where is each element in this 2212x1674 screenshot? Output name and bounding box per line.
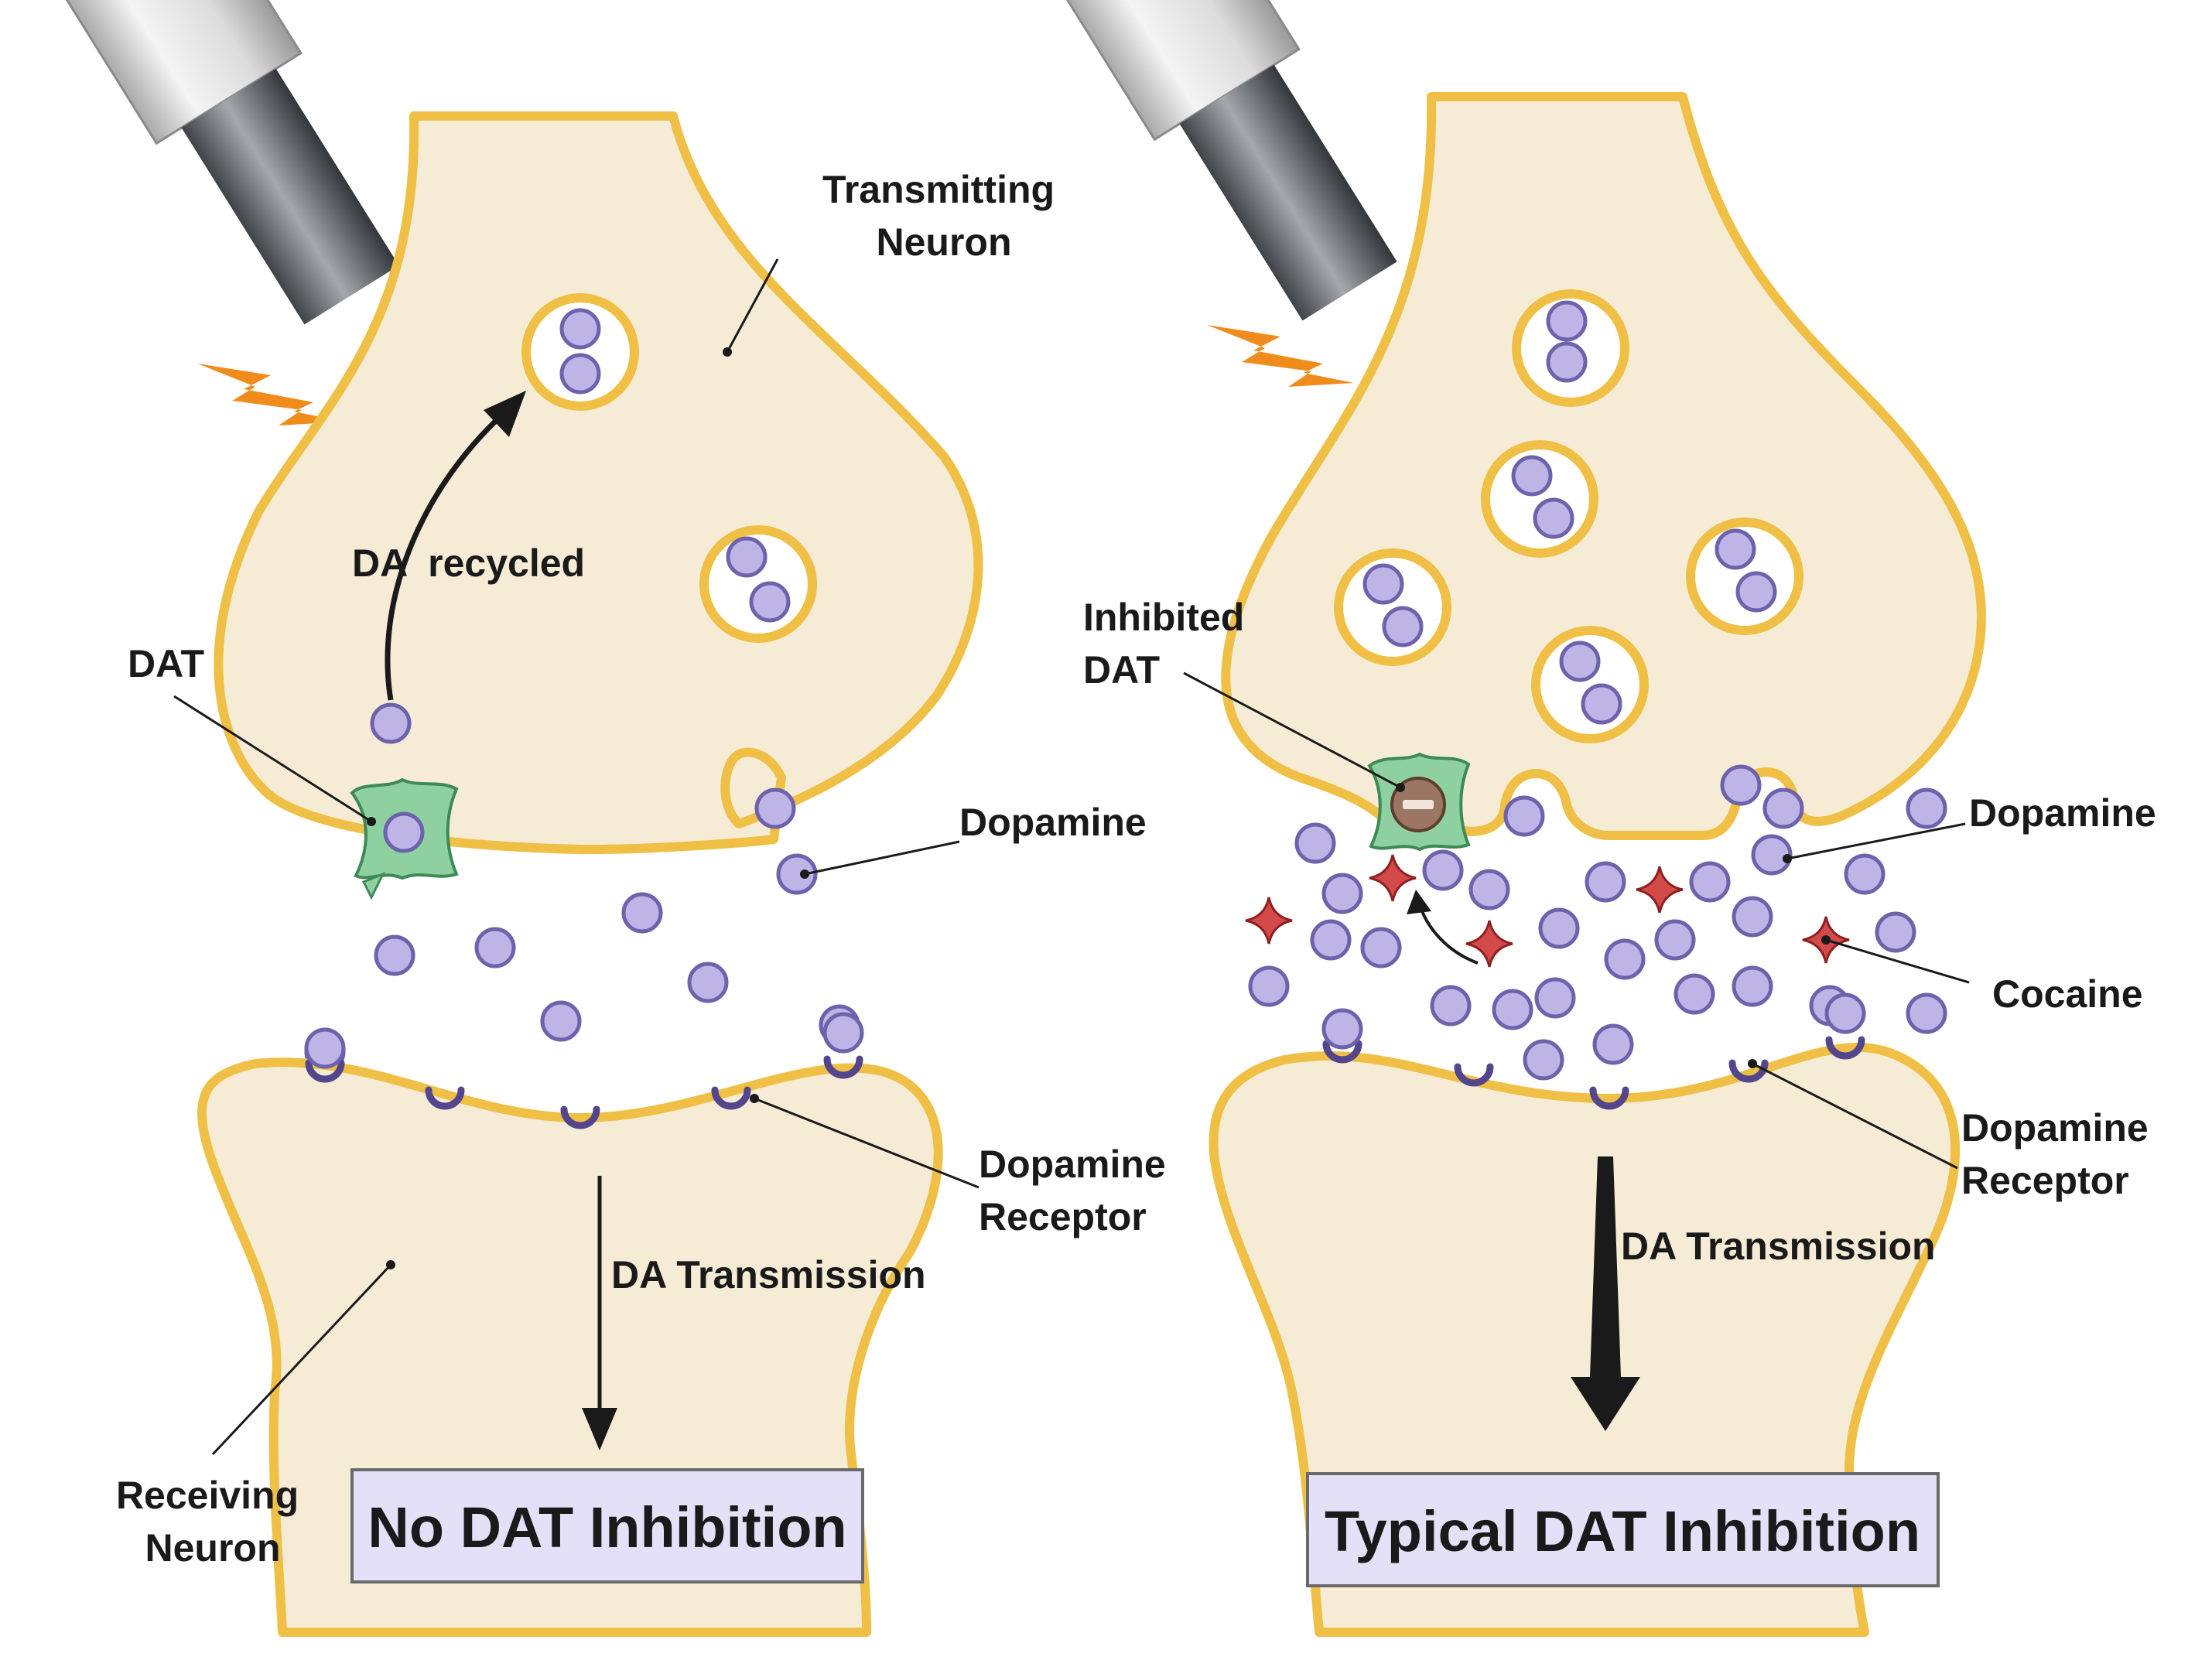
electrode-icon <box>1050 0 1397 321</box>
transmission-arrow <box>1571 1156 1640 1431</box>
dopamine-molecule <box>372 705 409 742</box>
electrode-icon <box>52 0 399 325</box>
dat-transporter-icon <box>1367 752 1471 852</box>
spark-icon <box>197 364 344 425</box>
panel-title: No DAT Inhibition <box>368 1495 846 1560</box>
da-recycled-label: DA recycled <box>352 541 585 585</box>
panel-title: Typical DAT Inhibition <box>1325 1499 1920 1563</box>
da-transmission-label: DA Transmission <box>611 1253 926 1296</box>
vesicle <box>1334 548 1451 666</box>
dopamine-molecule <box>757 790 794 827</box>
da-transmission-label: DA Transmission <box>1621 1225 1936 1268</box>
synaptic-dopamine <box>306 856 858 1071</box>
dopamine-molecule <box>306 1030 344 1067</box>
title-box <box>1306 1472 1940 1587</box>
spark-icon <box>1207 325 1354 387</box>
inhibited-dat-label: Inhibited DAT <box>1083 596 1255 692</box>
dopamine-molecule <box>825 1014 862 1051</box>
receiving-neuron-label: Receiving Neuron <box>116 1474 309 1570</box>
transmitting-neuron <box>214 111 983 855</box>
vesicle <box>1481 440 1598 558</box>
cocaine-label: Cocaine <box>1992 972 2143 1016</box>
title-box <box>350 1468 864 1583</box>
dat-label: DAT <box>128 642 204 685</box>
dopamine-receptor-label: Dopamine Receptor <box>1961 1106 2159 1202</box>
dopamine-label: Dopamine <box>1969 791 2156 835</box>
dopamine-molecule <box>1827 995 1864 1032</box>
dopamine-molecule <box>1324 1010 1361 1047</box>
vesicle-icon <box>521 293 639 411</box>
transmitting-neuron-label: Transmitting Neuron <box>822 168 1065 264</box>
da-recycled-arrow <box>385 415 501 701</box>
vesicle <box>1686 518 1803 635</box>
dopamine-molecule <box>385 814 422 851</box>
dopamine-label: Dopamine <box>959 801 1147 844</box>
dopamine-receptor-label: Dopamine Receptor <box>979 1143 1177 1238</box>
vesicle <box>1531 626 1649 743</box>
vesicle-icon <box>1512 289 1629 407</box>
left-panel: Transmitting Neuron DA recycled DAT Dopa… <box>52 0 1177 1637</box>
vesicle <box>699 525 817 643</box>
right-panel: Inhibited DAT Dopamine Cocaine Dopamine … <box>1050 0 2159 1637</box>
